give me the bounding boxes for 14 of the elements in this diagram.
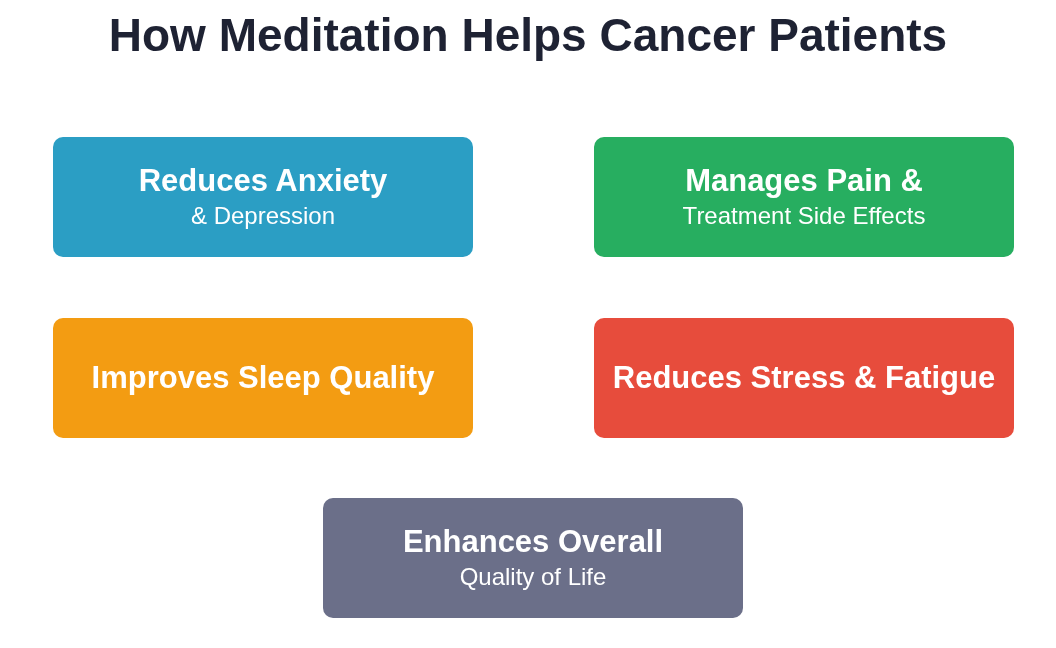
benefit-box [594,318,1014,438]
benefit-box [53,137,473,257]
benefit-heading: Manages Pain & [685,163,923,199]
benefit-heading: Reduces Anxiety [138,163,388,199]
benefit-heading: Reduces Stress & Fatigue [612,360,996,396]
benefit-box [53,318,473,438]
benefit-box [323,498,743,618]
benefit-subtext: & Depression [190,201,336,231]
diagram-title: How Meditation Helps Cancer Patients [108,9,948,61]
benefit-heading: Enhances Overall [402,524,664,560]
benefit-heading: Improves Sleep Quality [91,360,435,396]
benefit-subtext: Treatment Side Effects [682,201,926,231]
benefit-box [594,137,1014,257]
benefit-subtext: Quality of Life [459,562,607,592]
